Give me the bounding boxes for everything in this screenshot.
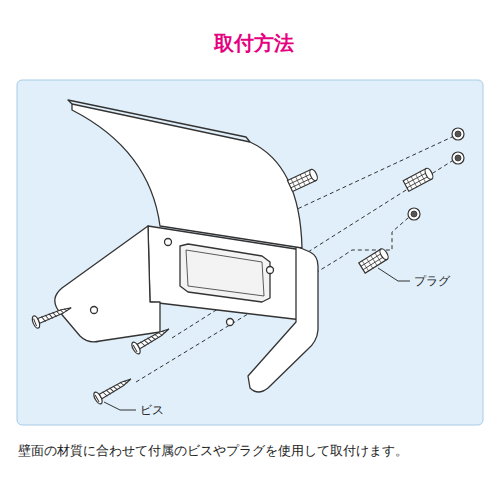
cover-lip (68, 100, 250, 142)
part-label: プラグ (412, 273, 452, 290)
leader-line (104, 402, 136, 410)
part-label: ビス (138, 402, 166, 419)
opening-rim (186, 250, 264, 296)
screw-hole (165, 239, 172, 246)
holder-body (55, 100, 318, 392)
left-side-plate (55, 226, 160, 342)
screw-hole (227, 319, 234, 326)
side-hole (91, 307, 98, 314)
cover-plate (72, 104, 302, 248)
back-plate-opening (180, 244, 270, 302)
screw-hole (267, 267, 274, 274)
caption-text: 壁面の材質に合わせて付属のビスやプラグを使用して取付けます。 (18, 443, 408, 460)
background-panel (17, 80, 483, 425)
title-heading: 取付方法 (4, 30, 500, 57)
right-side-plate (248, 246, 318, 392)
leader-line (378, 268, 410, 281)
